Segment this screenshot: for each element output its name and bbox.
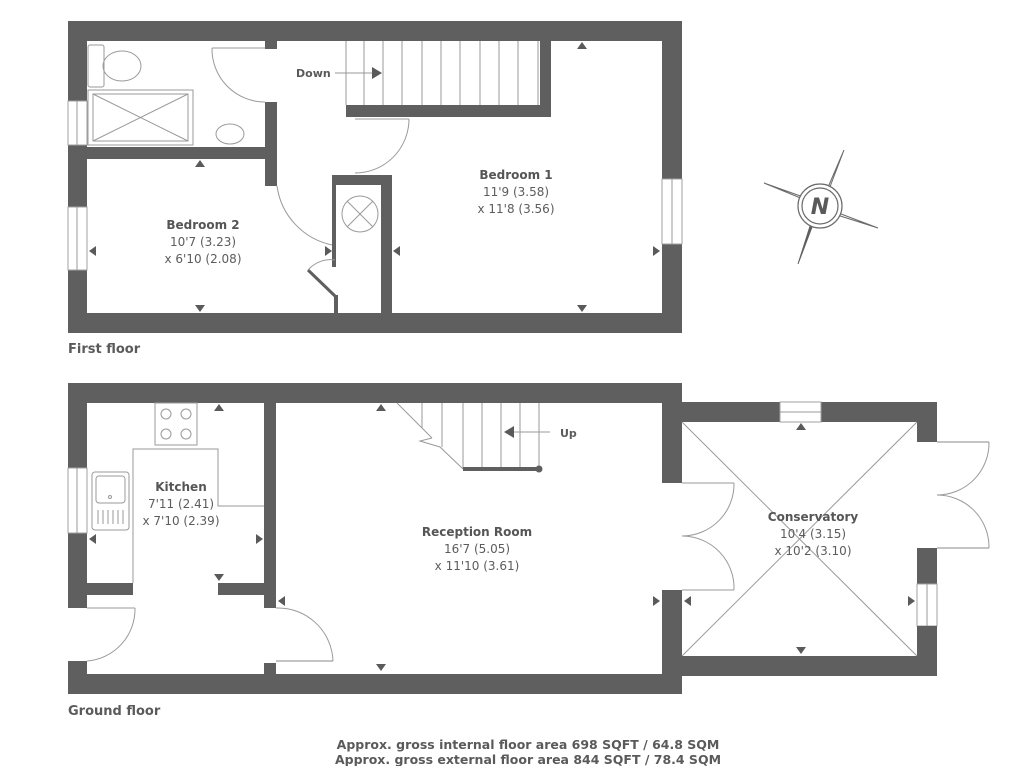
room-dimension: 16'7 (5.05) [444,542,510,556]
stairs-down [335,41,551,117]
wall [346,105,551,117]
room-conservatory: Conservatory 10'4 (3.15) x 10'2 (3.10) [768,510,859,558]
arrow-right-icon [372,67,382,79]
measure-marker [89,534,96,544]
wall [682,656,937,676]
room-dimension: 11'9 (3.58) [483,185,549,199]
wall [917,402,937,442]
room-kitchen: Kitchen 7'11 (2.41) x 7'10 (2.39) [142,480,219,528]
sink [91,471,130,531]
room-reception: Reception Room 16'7 (5.05) x 11'10 (3.61… [422,525,532,573]
room-dimension: 7'11 (2.41) [148,497,214,511]
shower-tray [87,89,194,146]
wall [218,583,276,595]
wall [87,147,277,159]
measure-marker [393,246,400,256]
wall [68,383,87,468]
internal-area-text: Approx. gross internal floor area 698 SQ… [337,737,720,752]
room-dimension: x 7'10 (2.39) [142,514,219,528]
wall [662,244,682,333]
wall [68,533,87,608]
room-dimension: x 11'10 (3.61) [435,559,520,573]
room-name: Reception Room [422,525,532,539]
measure-marker [908,596,915,606]
wall [265,41,277,49]
wash-basin [215,123,245,145]
room-bedroom-2: Bedroom 2 10'7 (3.23) x 6'10 (2.08) [164,218,241,266]
wall [68,674,682,694]
north-compass-icon: N [763,149,879,265]
wall [821,402,937,422]
stairs-up [396,402,550,473]
measure-marker [325,246,332,256]
wall [381,175,392,315]
wall [68,313,682,333]
room-name: Bedroom 2 [166,218,239,232]
first-floor-plan: Down Bedroom 1 11'9 (3.58) x 11'8 (3.56)… [67,21,683,357]
measure-marker [684,596,691,606]
ground-floor-plan: Up Kitchen 7'11 (2.41) x 7'10 (2.39) [67,383,990,719]
compass-label: N [811,195,829,220]
wall [264,663,276,678]
toilet [87,44,105,88]
wall [662,21,682,179]
wall [68,383,682,403]
room-name: Kitchen [155,480,207,494]
arrow-left-icon [504,426,514,438]
measure-marker [376,404,386,411]
measure-marker [796,647,806,654]
measure-marker [653,596,660,606]
measure-marker [214,574,224,581]
measure-marker [89,246,96,256]
wall [68,270,87,333]
stairs-down-label: Down [296,67,331,80]
room-bedroom-1: Bedroom 1 11'9 (3.58) x 11'8 (3.56) [477,168,554,216]
wall [540,41,551,117]
wall [332,175,392,185]
measure-marker [577,42,587,49]
measure-marker [195,305,205,312]
room-dimension: x 6'10 (2.08) [164,252,241,266]
measure-marker [796,423,806,430]
measure-marker [278,596,285,606]
external-area-text: Approx. gross external floor area 844 SQ… [335,752,721,766]
measure-marker [214,404,224,411]
wall [662,590,682,694]
wall [68,21,87,101]
wall [662,383,682,483]
measure-marker [653,246,660,256]
wall [265,102,277,186]
measure-marker [195,160,205,167]
room-dimension: 10'7 (3.23) [170,235,236,249]
wall [917,548,937,584]
measure-marker [577,305,587,312]
room-name: Conservatory [768,510,859,524]
measure-marker [256,534,263,544]
room-dimension: 10'4 (3.15) [780,527,846,541]
wall [264,403,276,608]
room-name: Bedroom 1 [479,168,552,182]
wall [68,145,87,207]
room-dimension: x 10'2 (3.10) [774,544,851,558]
wall [68,661,87,694]
wall [332,175,336,267]
room-dimension: x 11'8 (3.56) [477,202,554,216]
measure-marker [376,664,386,671]
wall [87,583,133,595]
cylinder-icon [341,195,379,233]
hob [154,402,198,446]
wall [682,402,780,422]
stairs-up-label: Up [560,427,577,440]
ground-floor-label: Ground floor [68,704,161,719]
first-floor-label: First floor [68,342,141,357]
wall [68,21,682,41]
wall [334,295,338,315]
